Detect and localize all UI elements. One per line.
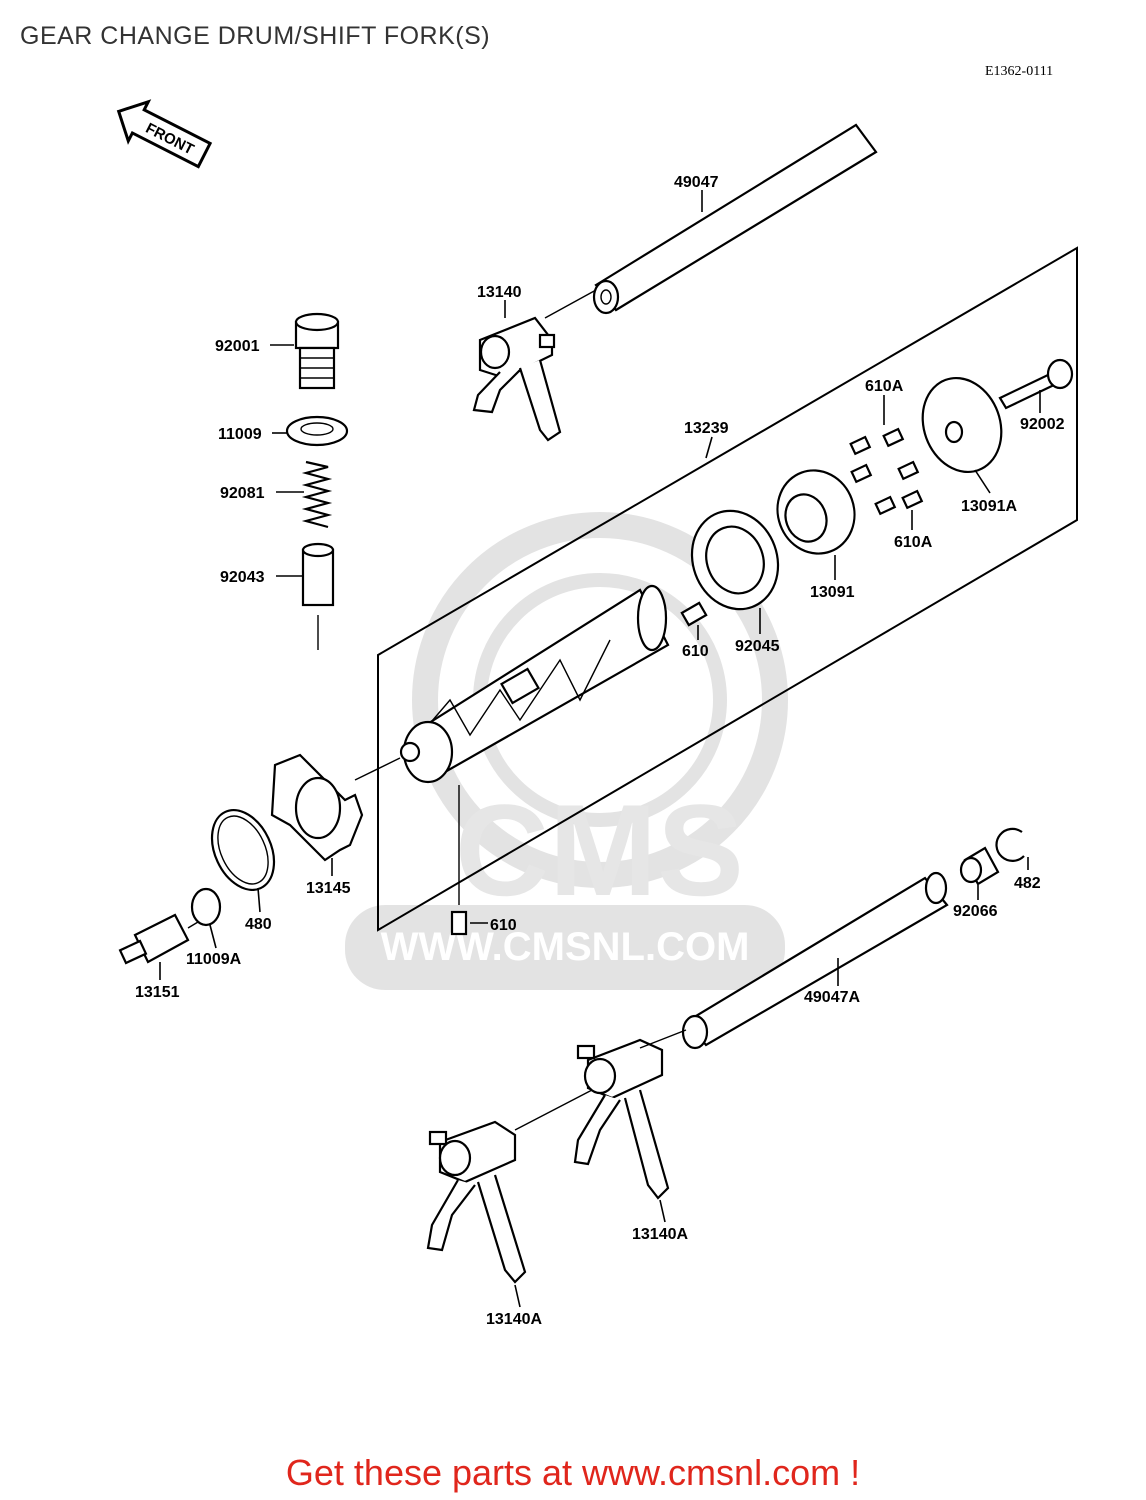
plate-13091A <box>921 376 1003 474</box>
circlip-480 <box>210 809 276 891</box>
clip-482 <box>995 827 1025 862</box>
shift-fork-13140A-right <box>573 1038 670 1200</box>
bolt-92002 <box>998 358 1074 410</box>
bearing-92045 <box>690 509 780 611</box>
pins-610A <box>849 427 924 516</box>
page-title: GEAR CHANGE DRUM/SHIFT FORK(S) <box>20 22 491 50</box>
part-label-92045: 92045 <box>735 638 780 655</box>
part-label-610-drum: 610 <box>682 643 709 660</box>
shift-rod-49047A <box>681 871 949 1050</box>
part-label-49047: 49047 <box>674 174 719 191</box>
shift-rod-49047 <box>592 123 878 315</box>
part-label-610A-bottom: 610A <box>894 534 933 551</box>
part-label-11009A: 11009A <box>186 951 242 968</box>
washer-11009A <box>190 887 222 927</box>
part-label-13239: 13239 <box>684 420 729 437</box>
leader-lines <box>159 190 1041 1308</box>
part-label-13140A-right: 13140A <box>632 1226 688 1243</box>
part-label-482: 482 <box>1014 875 1041 892</box>
stopper-13145 <box>270 753 364 862</box>
part-label-13140: 13140 <box>477 284 522 301</box>
part-label-13091: 13091 <box>810 584 855 601</box>
part-label-92081: 92081 <box>220 485 265 502</box>
part-label-610A-top: 610A <box>865 378 904 395</box>
parts-diagram: CMS WWW.CMSNL.COM FRONT <box>116 99 1078 1328</box>
part-label-49047A: 49047A <box>804 989 860 1006</box>
pin-610-drum <box>680 601 708 627</box>
part-label-92002: 92002 <box>1020 416 1065 433</box>
watermark-brand: CMS <box>455 777 744 923</box>
part-label-92001: 92001 <box>215 338 260 355</box>
part-label-13091A: 13091A <box>961 498 1017 515</box>
shift-fork-13140A-left <box>426 1120 527 1284</box>
plug-92001 <box>294 312 340 390</box>
watermark-url: WWW.CMSNL.COM <box>381 925 750 969</box>
part-label-92043: 92043 <box>220 569 265 586</box>
diagram-code: E1362-0111 <box>985 64 1054 79</box>
part-labels: 49047 13140 92001 11009 92081 92043 1323… <box>135 174 1065 1328</box>
part-label-13140A-left: 13140A <box>486 1311 542 1328</box>
gear-change-drum <box>399 584 670 784</box>
switch-13151 <box>118 913 199 965</box>
cam-13091 <box>776 469 856 555</box>
footer-link[interactable]: Get these parts at www.cmsnl.com ! <box>285 1452 861 1493</box>
part-label-13151: 13151 <box>135 984 180 1001</box>
front-arrow-icon: FRONT <box>116 99 213 169</box>
pin-92066 <box>959 846 1000 886</box>
part-label-480: 480 <box>245 916 272 933</box>
shift-fork-13140 <box>472 316 562 442</box>
drum-assembly-outline <box>377 246 1078 932</box>
part-label-13145: 13145 <box>306 880 351 897</box>
washer-11009 <box>285 415 349 447</box>
pin-610-bottom <box>450 910 468 936</box>
pin-92043 <box>301 542 335 607</box>
part-label-11009: 11009 <box>218 426 262 443</box>
spring-92081 <box>301 460 333 529</box>
part-label-92066: 92066 <box>953 903 998 920</box>
part-label-610-bottom: 610 <box>490 917 517 934</box>
